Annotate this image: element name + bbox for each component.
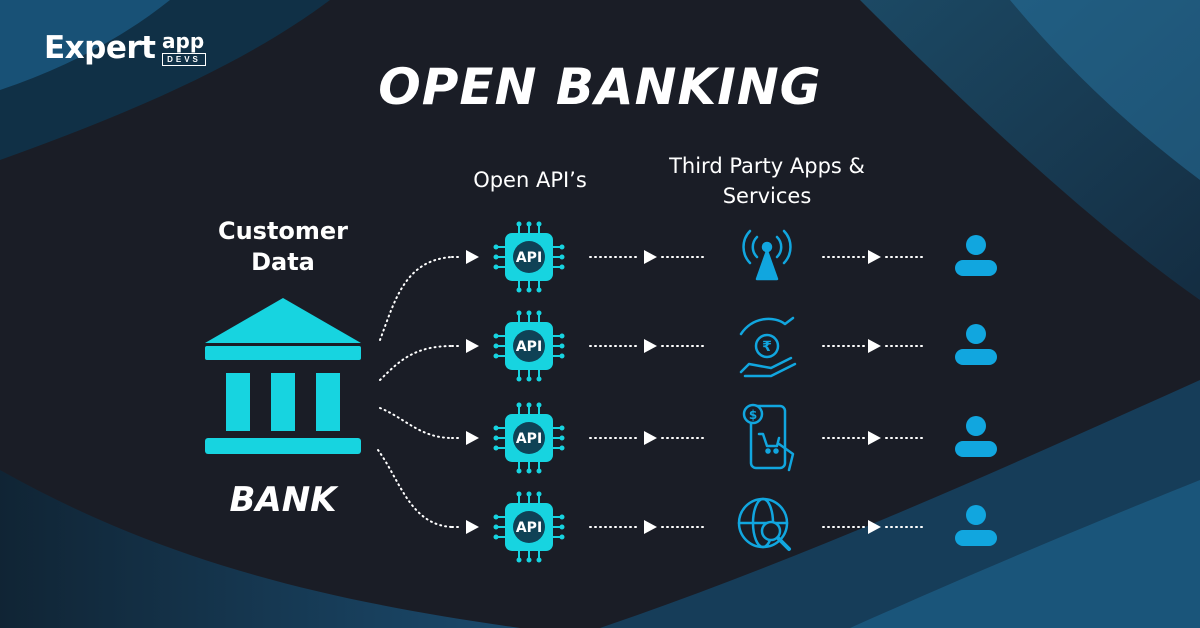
api-chip-icon: API — [493, 221, 565, 293]
arrow-to-service — [589, 339, 706, 353]
third-party-heading: Third Party Apps & Services — [669, 154, 865, 208]
page-title: OPEN BANKING — [378, 58, 822, 116]
bank-label: BANK — [229, 480, 337, 520]
api-chip-label: API — [516, 339, 542, 355]
mobile-shopping-icon: $ — [742, 403, 795, 472]
user-icon — [955, 416, 997, 457]
customer-data-label: Customer Data — [217, 217, 349, 276]
brand-logo-word: Expert — [44, 30, 156, 66]
connector-row-3 — [379, 407, 453, 439]
arrow-to-service — [589, 520, 706, 534]
api-chip-icon: API — [493, 402, 565, 474]
api-chip-label: API — [516, 520, 542, 536]
rupee-hand-icon: ₹ — [739, 316, 797, 378]
api-chip-label: API — [516, 431, 542, 447]
open-api-heading: Open API’s — [473, 168, 587, 192]
brand-logo-app: app — [162, 29, 205, 53]
connector-row-1 — [379, 256, 453, 341]
signal-tower-icon — [742, 229, 792, 281]
svg-text:₹: ₹ — [762, 339, 772, 355]
api-chip-label: API — [516, 250, 542, 266]
arrow-to-api — [451, 520, 479, 534]
api-chip-icon: API — [493, 491, 565, 563]
brand-logo-devs: DEVS — [162, 53, 206, 66]
arrow-to-user — [822, 339, 923, 353]
arrow-to-api — [451, 250, 479, 264]
arrow-to-api — [451, 431, 479, 445]
flow-rows: API API ₹ API $ API — [451, 221, 997, 563]
connector-row-2 — [379, 345, 453, 381]
api-chip-icon: API — [493, 310, 565, 382]
connector-row-4 — [377, 449, 453, 528]
arrow-to-api — [451, 339, 479, 353]
arrow-to-service — [589, 250, 706, 264]
bank-connectors — [377, 256, 453, 528]
bank-icon — [205, 298, 361, 454]
user-icon — [955, 235, 997, 276]
user-icon — [955, 324, 997, 365]
arrow-to-service — [589, 431, 706, 445]
arrow-to-user — [822, 520, 923, 534]
arrow-to-user — [822, 250, 923, 264]
svg-text:$: $ — [749, 408, 757, 422]
arrow-to-user — [822, 431, 923, 445]
user-icon — [955, 505, 997, 546]
globe-search-icon — [737, 497, 791, 551]
